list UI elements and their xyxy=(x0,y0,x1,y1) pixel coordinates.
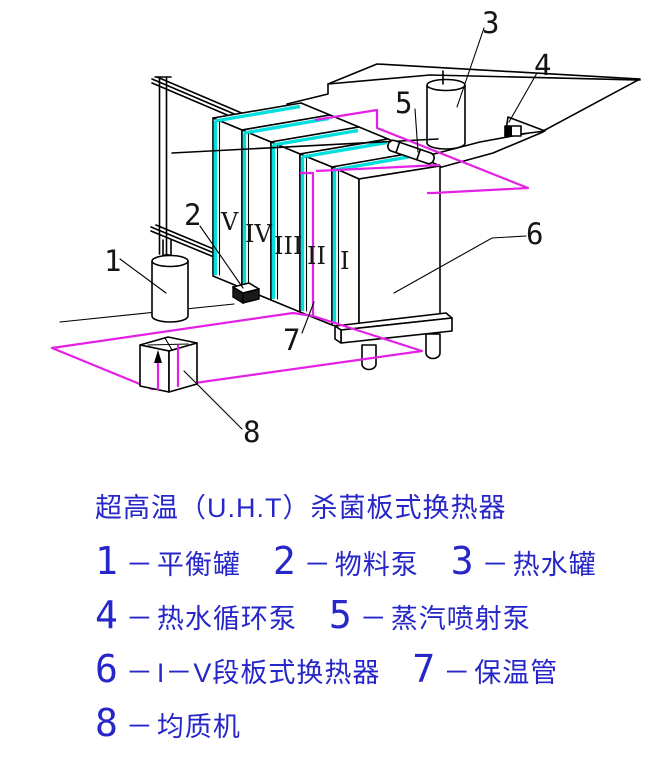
legend: 超高温（U.H.T）杀菌板式换热器 1 － 平衡罐 2 － 物料泵 3 － 热水… xyxy=(95,486,635,758)
legend-item-num: 5 xyxy=(328,593,352,637)
legend-item-num: 3 xyxy=(450,539,474,583)
label-2: 2 xyxy=(184,198,201,232)
legend-item-dash: － xyxy=(125,658,153,688)
block-foot-left xyxy=(361,344,377,371)
legend-item-4: 4 － 热水循环泵 xyxy=(95,596,297,636)
hot-water-tank xyxy=(426,70,466,150)
section-labels: V IV III II I xyxy=(220,208,349,275)
section-III: III xyxy=(274,232,302,260)
legend-item-name: 平衡罐 xyxy=(156,550,241,580)
legend-item-name: 热水罐 xyxy=(512,550,597,580)
legend-item-6: 6 － I－V段板式换热器 xyxy=(95,650,380,690)
legend-item-name: 均质机 xyxy=(156,712,241,742)
legend-item-dash: － xyxy=(443,658,471,688)
legend-item-1: 1 － 平衡罐 xyxy=(95,542,241,582)
feed-line xyxy=(59,303,235,323)
label-4: 4 xyxy=(534,48,551,82)
plate-edge-highlights xyxy=(213,104,412,324)
section-I: I xyxy=(340,247,349,275)
legend-item-dash: － xyxy=(125,604,153,634)
label-7: 7 xyxy=(283,323,300,357)
legend-item-dash: － xyxy=(359,604,387,634)
legend-item-num: 7 xyxy=(412,647,436,691)
legend-item-num: 6 xyxy=(95,647,118,691)
legend-item-dash: － xyxy=(481,550,509,580)
legend-item-3: 3 － 热水罐 xyxy=(451,542,597,582)
steam-injector xyxy=(387,139,435,165)
legend-item-num: 8 xyxy=(95,701,118,745)
flow-arrow-icon xyxy=(154,350,162,363)
legend-item-name: 物料泵 xyxy=(334,550,419,580)
label-3: 3 xyxy=(482,6,499,40)
product-piping xyxy=(50,108,530,391)
legend-item-dash: － xyxy=(125,712,153,742)
legend-item-dash: － xyxy=(303,550,331,580)
uht-line-drawing: 1 2 3 4 5 6 7 8 V IV III II I xyxy=(50,6,641,449)
section-one-block xyxy=(331,152,453,371)
label-6: 6 xyxy=(526,217,543,251)
leader-lines xyxy=(119,27,538,430)
legend-item-dash: － xyxy=(125,550,153,580)
legend-item-name: 蒸汽喷射泵 xyxy=(390,604,531,634)
insulated-pipe xyxy=(300,171,315,316)
section-II: II xyxy=(307,242,326,270)
legend-row-1: 1 － 平衡罐 2 － 物料泵 3 － 热水罐 xyxy=(95,542,635,582)
legend-item-num: 4 xyxy=(95,593,118,637)
block-foot-right xyxy=(425,333,441,360)
legend-item-num: 1 xyxy=(95,539,118,583)
legend-item-name: 热水循环泵 xyxy=(156,604,297,634)
steam-pipe xyxy=(314,108,530,195)
legend-item-5: 5 － 蒸汽喷射泵 xyxy=(329,596,531,636)
legend-item-7: 7 － 保温管 xyxy=(412,650,558,690)
floor-pipe-loop xyxy=(50,311,424,391)
legend-row-4: 8 － 均质机 xyxy=(95,704,635,744)
label-8: 8 xyxy=(243,415,260,449)
part-number-labels: 1 2 3 4 5 6 7 8 xyxy=(104,6,551,449)
legend-item-8: 8 － 均质机 xyxy=(95,704,241,744)
legend-item-num: 2 xyxy=(272,539,296,583)
legend-row-3: 6 － I－V段板式换热器 7 － 保温管 xyxy=(95,650,635,690)
label-5: 5 xyxy=(395,86,412,120)
section-IV: IV xyxy=(245,220,272,248)
top-platform xyxy=(286,63,641,174)
legend-title: 超高温（U.H.T）杀菌板式换热器 xyxy=(95,493,507,523)
legend-item-name: 保温管 xyxy=(474,658,559,688)
legend-item-name: I－V段板式换热器 xyxy=(156,658,381,688)
label-1: 1 xyxy=(104,244,121,278)
legend-row-2: 4 － 热水循环泵 5 － 蒸汽喷射泵 xyxy=(95,596,635,636)
material-pump xyxy=(232,282,260,305)
balance-tank xyxy=(151,254,189,323)
homogenizer xyxy=(139,336,198,393)
section-V: V xyxy=(220,208,239,236)
legend-item-2: 2 － 物料泵 xyxy=(273,542,419,582)
